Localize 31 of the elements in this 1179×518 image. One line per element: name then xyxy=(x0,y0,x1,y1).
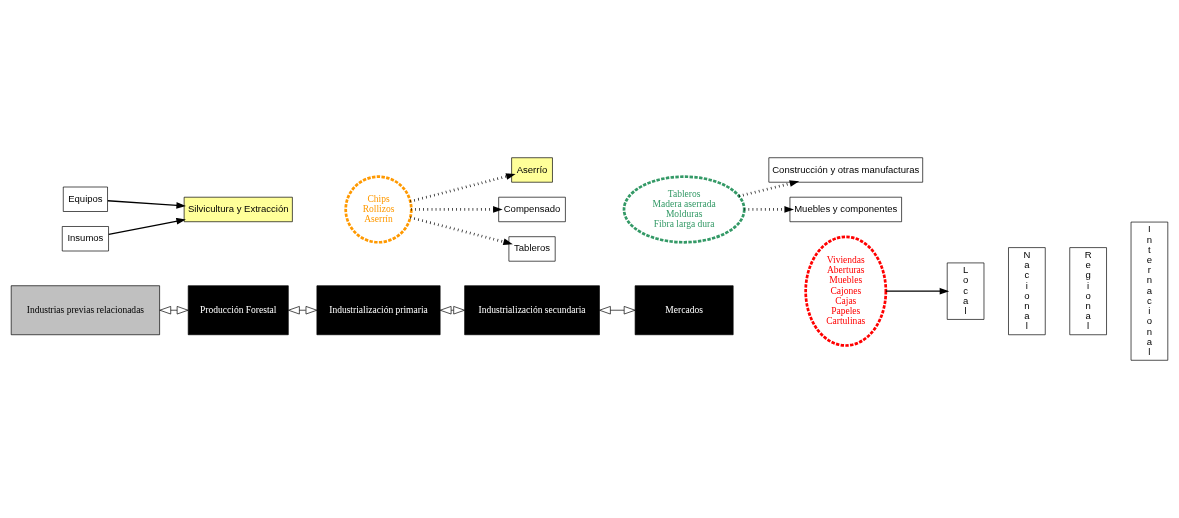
arrow xyxy=(744,206,794,213)
node-box: Internacional xyxy=(1130,221,1169,361)
node-box: Nacional xyxy=(1008,247,1046,336)
node-box: Regional xyxy=(1069,247,1107,336)
arrow xyxy=(599,306,636,315)
node-box: Industrialización primaria xyxy=(316,285,441,336)
node-ellipse: Viviendas Aberturas Muebles Cajones Cajas Papeles Cartulinas xyxy=(804,235,888,347)
node-box: Industrialización secundaria xyxy=(464,285,600,336)
node-box: Industrias previas relacionadas xyxy=(10,285,160,336)
arrow xyxy=(410,173,516,203)
node-box: Insumos xyxy=(61,226,109,252)
node-box: Muebles y componentes xyxy=(789,196,902,223)
arrow xyxy=(288,306,318,315)
arrow xyxy=(410,216,513,245)
node-box: Local xyxy=(946,262,985,320)
arrow xyxy=(885,287,950,295)
arrow xyxy=(738,180,800,198)
arrow xyxy=(411,206,503,213)
arrow xyxy=(107,200,186,209)
node-box: Mercados xyxy=(634,285,734,336)
arrow xyxy=(108,217,186,236)
node-box: Construcción y otras manufacturas xyxy=(768,157,924,183)
node-circle: Chips Rollizos Aserrín xyxy=(344,175,413,244)
arrow xyxy=(159,306,189,315)
node-box: Tableros xyxy=(508,236,556,262)
node-box: Aserrío xyxy=(511,157,553,183)
node-ellipse: Tableros Madera aserrada Molduras Fibra larga dura xyxy=(622,175,746,244)
node-box: Equipos xyxy=(62,186,108,212)
node-box: Silvicultura y Extracción xyxy=(183,196,293,223)
node-box: Producción Forestal xyxy=(187,285,289,336)
node-box: Compensado xyxy=(498,196,566,223)
